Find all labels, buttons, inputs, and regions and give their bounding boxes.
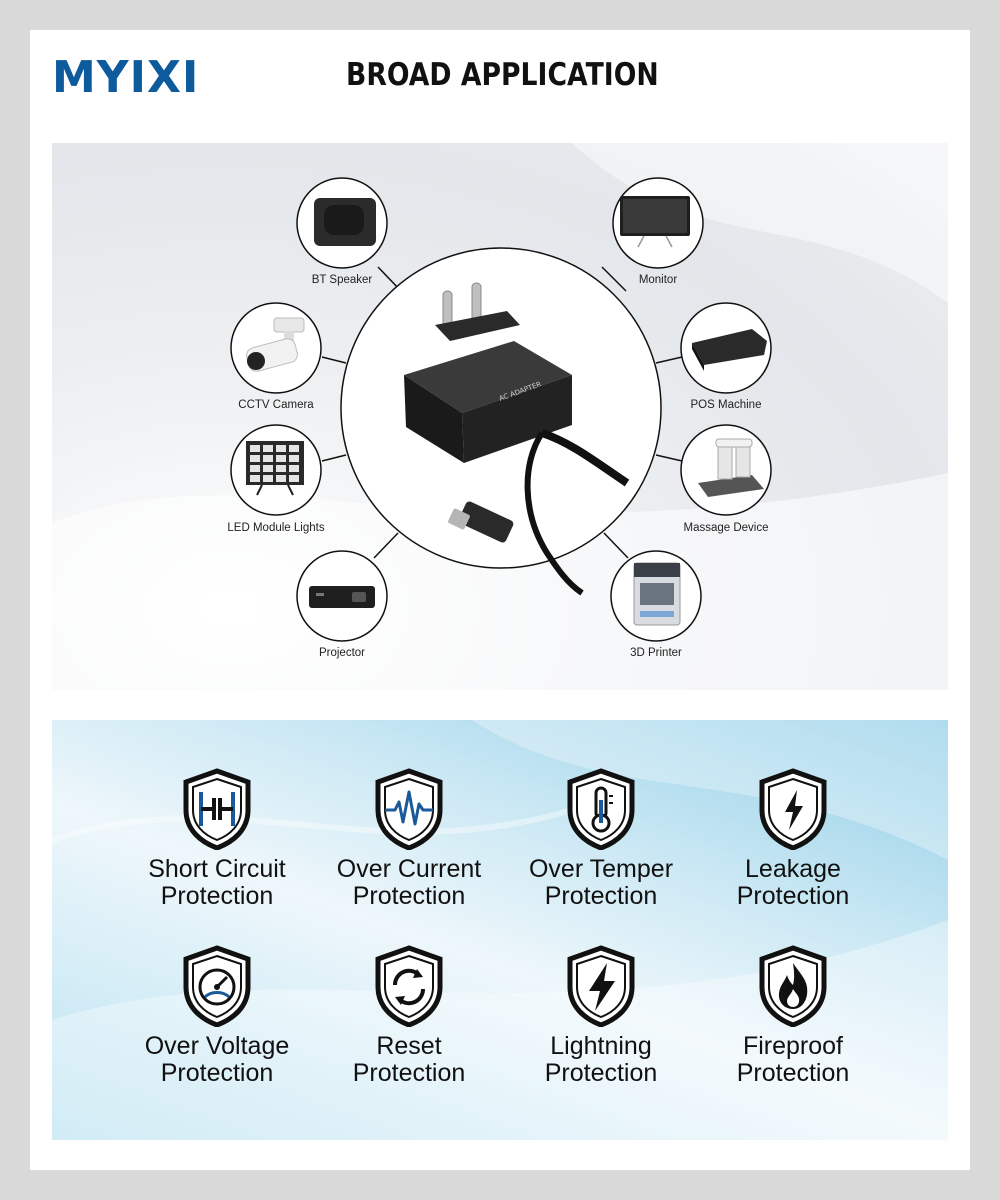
projector-icon [309,586,375,608]
ac-adapter-icon: AC ADAPTER [404,282,630,596]
short-circuit-shield-icon [183,768,251,850]
protection-line1: Over Voltage [144,1032,290,1060]
app-label-3d-printer: 3D Printer [630,647,682,659]
app-label-massage-device: Massage Device [683,522,769,534]
connector-lines [321,266,683,559]
printer-icon [633,562,681,626]
brand-logo: MYIXI [52,52,200,103]
massage-icon [698,438,764,497]
page-title: BROAD APPLICATION [346,57,659,93]
protection-line1: Fireproof [742,1032,844,1060]
background-swoosh [52,473,948,690]
app-label-projector: Projector [318,647,366,659]
protection-line1: Leakage [745,855,841,883]
app-label-pos-machine: POS Machine [690,399,762,411]
protection-line1: Over Temper [528,855,674,883]
protection-line1: Reset [376,1032,442,1060]
current-wave-shield-icon [375,768,443,850]
app-label-bt-speaker: BT Speaker [311,274,373,286]
protection-line1: Over Current [336,855,482,883]
led-light-icon [246,441,304,496]
flame-shield-icon [759,945,827,1027]
pos-icon [692,329,767,371]
app-label-led-module-lights: LED Module Lights [227,522,325,534]
monitor-icon [620,196,690,248]
app-label-cctv-camera: CCTV Camera [238,399,314,411]
protection-background [52,720,948,1140]
application-diagram: AC ADAPTER [52,143,948,690]
protection-line1: Lightning [550,1032,652,1060]
protection-line2: Protection [352,882,466,910]
reset-arrows-shield-icon [375,945,443,1027]
application-panel: AC ADAPTER [52,143,948,690]
protection-line2: Protection [160,1059,274,1087]
leakage-bolt-shield-icon [759,768,827,850]
protection-line2: Protection [352,1059,466,1087]
protection-line1: Short Circuit [148,855,286,883]
protection-line2: Protection [736,882,850,910]
speaker-icon [314,198,376,246]
protection-line2: Protection [544,882,658,910]
thermometer-shield-icon [567,768,635,850]
protection-line2: Protection [736,1059,850,1087]
camera-icon [246,317,305,372]
protection-line2: Protection [544,1059,658,1087]
app-label-monitor: Monitor [638,274,678,286]
protection-line2: Protection [160,882,274,910]
lightning-shield-icon [567,945,635,1027]
gauge-shield-icon [183,945,251,1027]
